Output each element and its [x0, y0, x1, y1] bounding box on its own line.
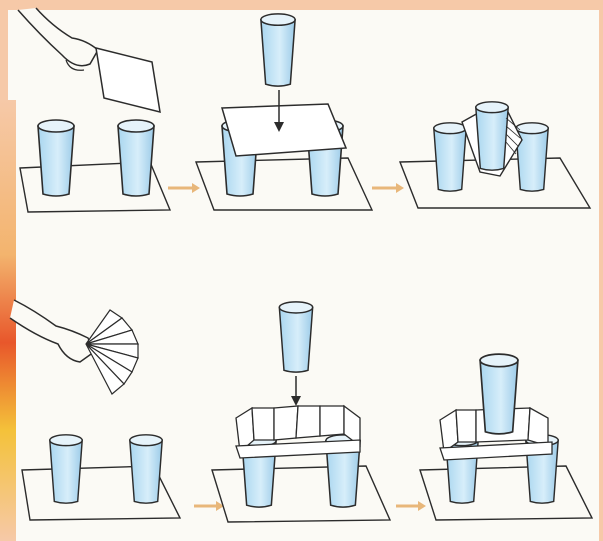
base-board-icon [211, 465, 392, 523]
falling-cup-icon [278, 301, 314, 373]
panel-5-folded-bridge [211, 301, 392, 523]
step-arrow-icon [396, 501, 426, 511]
paper-sheet-icon [95, 46, 161, 114]
panel-4-hand-with-fan [9, 299, 139, 395]
panel-4-base [21, 433, 182, 521]
folded-paper-icon [235, 404, 361, 459]
panel-3-collapsed [398, 100, 592, 209]
step-arrow-icon [194, 501, 224, 511]
sunken-cup-icon [474, 100, 510, 172]
cup-icon [128, 433, 164, 505]
hand-icon [9, 299, 95, 363]
falling-cup-icon [260, 13, 296, 87]
base-board-icon [194, 157, 374, 211]
cup-icon [515, 122, 549, 192]
cup-icon [117, 119, 155, 197]
panel-2-flat-bridge [194, 13, 374, 211]
cup-icon [48, 433, 84, 505]
cup-icon [433, 122, 467, 192]
folded-fan-icon [85, 309, 139, 395]
panel-1-base [19, 119, 172, 213]
step-arrow-icon [168, 183, 200, 193]
panel-6-holds-cup [419, 353, 594, 521]
hand-icon [17, 7, 99, 67]
supported-cup-icon [479, 353, 519, 435]
cup-icon [37, 119, 75, 197]
decorative-left-edge [0, 100, 16, 541]
step-arrow-icon [372, 183, 404, 193]
base-board-icon [419, 465, 594, 521]
paper-sheet-icon [221, 103, 348, 157]
panel-1-hand-with-paper [17, 7, 161, 114]
